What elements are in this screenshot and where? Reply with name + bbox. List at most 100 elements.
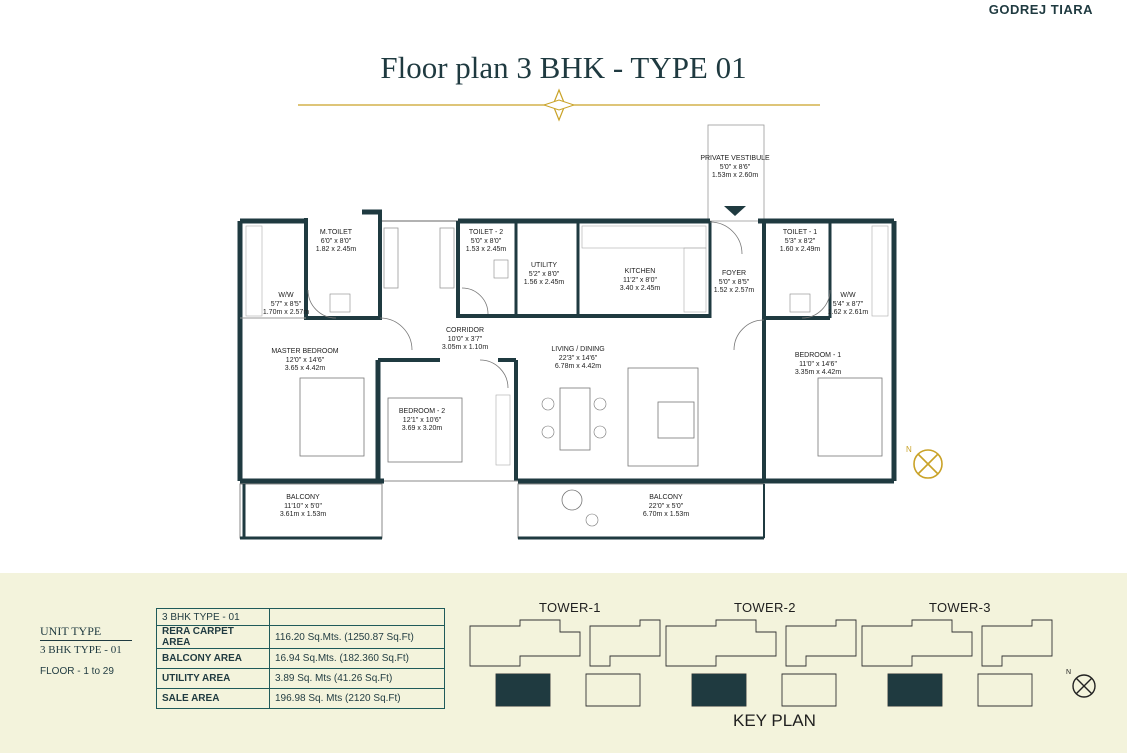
room-name: M.TOILET [319,229,353,236]
room-name: W/W [278,292,294,299]
room-size-ft: 12'0" x 14'6" [285,356,325,364]
room-name: BEDROOM - 1 [794,352,842,359]
unit-type-block: UNIT TYPE 3 BHK TYPE - 01 FLOOR - 1 to 2… [40,624,132,677]
room-size-m: 1.62 x 2.61m [827,309,869,316]
room-size-ft: 5'3" x 8'2" [784,237,816,245]
highlighted-unit-tower-3 [888,674,942,706]
room-label-kitchen: KITCHEN 11'2" x 8'0" 3.40 x 2.45m [620,268,660,294]
room-name: LIVING / DINING [551,346,605,353]
floor-range: FLOOR - 1 to 29 [40,666,114,677]
room-size-ft: 22'3" x 14'6" [558,354,598,362]
room-size-ft: 11'10" x 5'0" [284,502,322,510]
room-name: BALCONY [649,494,683,501]
room-name: TOILET - 1 [782,229,818,236]
room-size-m: 3.40 x 2.45m [619,285,661,292]
room-name: BALCONY [286,494,320,501]
svg-text:N: N [1066,669,1071,676]
room-name: KITCHEN [624,268,656,275]
room-name: BEDROOM - 2 [398,408,446,415]
room-size-ft: 10'0" x 3'7" [447,335,483,343]
room-label-ww-left: W/W 5'7" x 8'5" 1.70m x 2.57m [263,292,309,318]
room-name: W/W [840,292,856,299]
area-label: UTILITY AREA [156,668,270,689]
room-label-bedroom-1: BEDROOM - 1 11'0" x 14'6" 3.35m x 4.42m [795,352,841,378]
room-size-m: 1.52 x 2.57m [713,287,755,294]
room-name: FOYER [721,270,747,277]
key-plan-drawing: N [469,619,1096,707]
room-size-m: 1.60 x 2.49m [779,246,821,253]
room-size-ft: 22'0" x 5'0" [648,502,684,510]
room-label-m-toilet: M.TOILET 6'0" x 8'0" 1.82 x 2.45m [316,229,356,255]
floor-plan-drawing: N [237,124,943,540]
room-name: PRIVATE VESTIBULE [700,155,770,162]
room-size-ft: 11'2" x 8'0" [623,276,657,284]
highlighted-unit-tower-1 [496,674,550,706]
room-name: TOILET - 2 [468,229,504,236]
room-label-balcony-left: BALCONY 11'10" x 5'0" 3.61m x 1.53m [280,494,326,520]
table-row: 3 BHK TYPE - 01 [156,608,445,626]
room-name: MASTER BEDROOM [271,348,339,355]
room-label-ww-right: W/W 5'4" x 8'7" 1.62 x 2.61m [828,292,868,318]
room-size-m: 3.65 x 4.42m [284,365,326,372]
room-size-m: 3.61m x 1.53m [279,511,327,518]
area-label: SALE AREA [156,688,270,709]
room-name: CORRIDOR [445,327,485,334]
room-size-ft: 5'4" x 8'7" [832,300,864,308]
room-size-m: 1.53 x 2.45m [465,246,507,253]
area-value: 3.89 Sq. Mts (41.26 Sq.Ft) [269,668,445,689]
room-label-foyer: FOYER 5'0" x 8'5" 1.52 x 2.57m [714,270,754,296]
north-compass-icon [1072,674,1096,698]
room-size-m: 3.69 x 3.20m [401,425,443,432]
area-value: 196.98 Sq. Mts (2120 Sq.Ft) [269,688,445,709]
highlighted-unit-tower-2 [692,674,746,706]
svg-text:N: N [906,445,912,454]
table-cell [269,608,445,626]
room-size-m: 3.05m x 1.10m [441,344,489,351]
room-size-ft: 5'7" x 8'5" [270,300,302,308]
room-label-corridor: CORRIDOR 10'0" x 3'7" 3.05m x 1.10m [442,327,488,353]
gold-divider-ornament [298,88,820,122]
table-row: RERA CARPET AREA 116.20 Sq.Mts. (1250.87… [156,625,445,649]
room-size-ft: 5'0" x 8'0" [470,237,502,245]
room-size-m: 6.78m x 4.42m [554,363,602,370]
tower-3-label: TOWER-3 [929,600,991,615]
room-size-m: 3.35m x 4.42m [794,369,842,376]
room-size-m: 6.70m x 1.53m [642,511,690,518]
room-label-toilet-1: TOILET - 1 5'3" x 8'2" 1.60 x 2.49m [780,229,820,255]
room-label-master-bedroom: MASTER BEDROOM 12'0" x 14'6" 3.65 x 4.42… [271,348,338,374]
tower-2-label: TOWER-2 [734,600,796,615]
room-size-m: 1.56 x 2.45m [523,279,565,286]
room-label-bedroom-2: BEDROOM - 2 12'1" x 10'6" 3.69 x 3.20m [399,408,445,434]
area-table: 3 BHK TYPE - 01 RERA CARPET AREA 116.20 … [156,608,445,709]
room-size-ft: 12'1" x 10'6" [402,416,442,424]
table-row: SALE AREA 196.98 Sq. Mts (2120 Sq.Ft) [156,688,445,709]
table-row: UTILITY AREA 3.89 Sq. Mts (41.26 Sq.Ft) [156,668,445,689]
room-size-ft: 5'2" x 8'0" [528,270,560,278]
room-label-living-dining: LIVING / DINING 22'3" x 14'6" 6.78m x 4.… [551,346,604,372]
unit-type-value: 3 BHK TYPE - 01 [40,644,122,656]
area-value: 116.20 Sq.Mts. (1250.87 Sq.Ft) [269,625,445,649]
compass-icon [913,449,943,479]
room-size-ft: 11'0" x 14'6" [799,360,837,368]
table-row: BALCONY AREA 16.94 Sq.Mts. (182.360 Sq.F… [156,648,445,669]
area-label: RERA CARPET AREA [156,625,270,649]
unit-type-heading: UNIT TYPE [40,624,132,641]
area-value: 16.94 Sq.Mts. (182.360 Sq.Ft) [269,648,445,669]
room-label-balcony-right: BALCONY 22'0" x 5'0" 6.70m x 1.53m [643,494,689,520]
table-header: 3 BHK TYPE - 01 [156,608,270,626]
room-label-utility: UTILITY 5'2" x 8'0" 1.56 x 2.45m [524,262,564,288]
room-size-m: 1.53m x 2.60m [711,172,759,179]
tower-1-label: TOWER-1 [539,600,601,615]
room-size-m: 1.82 x 2.45m [315,246,357,253]
room-label-private-vestibule: PRIVATE VESTIBULE 5'0" x 8'6" 1.53m x 2.… [700,155,769,181]
key-plan-title: KEY PLAN [733,711,816,730]
room-label-toilet-2: TOILET - 2 5'0" x 8'0" 1.53 x 2.45m [466,229,506,255]
room-name: UTILITY [530,262,558,269]
room-size-ft: 5'0" x 8'5" [718,278,750,286]
page-title: Floor plan 3 BHK - TYPE 01 [380,50,747,85]
room-size-ft: 6'0" x 8'0" [320,237,352,245]
area-label: BALCONY AREA [156,648,270,669]
room-size-ft: 5'0" x 8'6" [719,163,751,171]
room-size-m: 1.70m x 2.57m [262,309,310,316]
brand-logo-text: GODREJ TIARA [988,2,1093,17]
